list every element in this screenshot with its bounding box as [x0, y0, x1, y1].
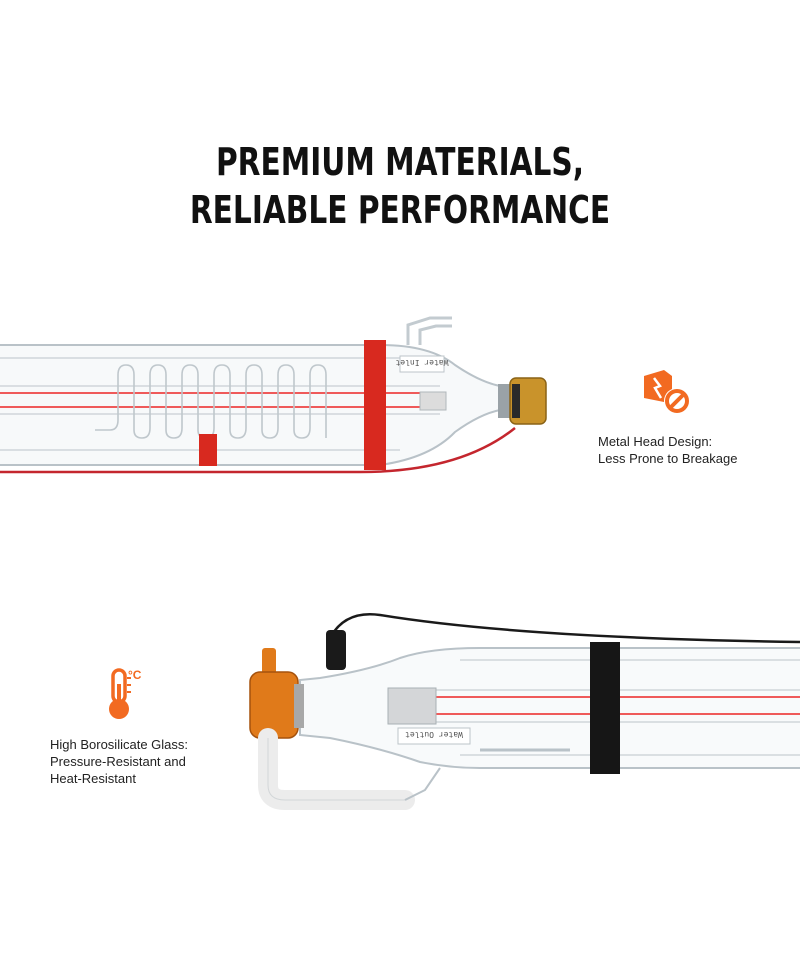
headline-line-2: RELIABLE PERFORMANCE: [189, 188, 611, 232]
water-inlet-nozzle: [406, 316, 452, 345]
metal-head-band: [512, 384, 520, 418]
water-outlet-text: Water Outlet: [405, 730, 463, 739]
water-inlet-label: [399, 355, 445, 373]
black-strap: [590, 642, 620, 774]
feature-metal-head-line-1: Metal Head Design:: [598, 434, 713, 449]
water-inlet-nozzle: [418, 324, 452, 345]
laser-tube-metal-head-illustration: Water Inlet: [0, 300, 800, 500]
electrode-block: [419, 391, 447, 411]
feature-glass-line-2: Pressure-Resistant and: [50, 754, 186, 769]
thermometer-celsius-icon: °C: [104, 666, 150, 727]
laser-tube-bottom-drawing: Water Outlet: [249, 613, 800, 810]
laser-tube-top-drawing: Water Inlet: [0, 316, 547, 474]
red-strap: [364, 340, 386, 470]
celsius-label: °C: [128, 668, 142, 682]
metal-nozzle: [262, 648, 276, 674]
feature-borosilicate-glass: High Borosilicate Glass: Pressure-Resist…: [50, 736, 188, 787]
headline-line-1: PREMIUM MATERIALS,: [215, 140, 585, 184]
laser-tube-glass-illustration: Water Outlet: [0, 600, 800, 830]
feature-metal-head: Metal Head Design: Less Prone to Breakag…: [598, 433, 737, 467]
orange-metal-head: [249, 671, 299, 739]
black-wire: [328, 613, 800, 644]
feature-glass-line-3: Heat-Resistant: [50, 771, 136, 786]
water-outlet-label: [397, 727, 471, 745]
broken-part-prohibited-icon: [638, 368, 694, 425]
cooling-coil: [95, 364, 327, 439]
glass-outlet-pipe: [404, 767, 441, 801]
feature-glass-line-1: High Borosilicate Glass:: [50, 737, 188, 752]
broken-part-prohibited-icon-svg: [644, 370, 690, 414]
red-wire: [0, 427, 516, 474]
black-connector: [326, 630, 346, 670]
metal-head-ring: [498, 384, 512, 418]
thermometer-icon-svg: [109, 668, 131, 719]
electrode-cylinder: [387, 687, 437, 725]
headline: PREMIUM MATERIALS, RELIABLE PERFORMANCE: [88, 138, 712, 234]
metal-head-ring: [294, 684, 304, 728]
feature-metal-head-line-2: Less Prone to Breakage: [598, 451, 738, 466]
white-hose-outline: [267, 738, 405, 801]
water-inlet-text: Water Inlet: [395, 358, 448, 367]
red-tag: [199, 434, 217, 466]
